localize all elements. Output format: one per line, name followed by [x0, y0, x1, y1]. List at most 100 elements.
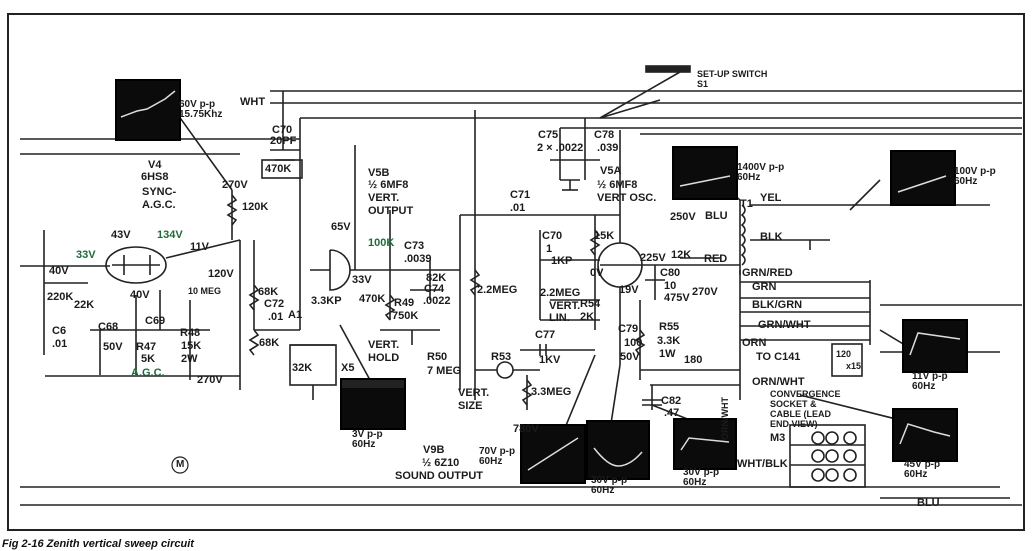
label-r47: R47 [136, 341, 157, 353]
label-grn-wht: GRN/WHT [758, 319, 811, 331]
label-orn-wht: ORN/WHT [752, 376, 805, 388]
label-t1: T1 [740, 198, 753, 210]
label-780v: 780V [513, 423, 539, 435]
label-250v: 250V [670, 211, 696, 223]
label-c80-val: 10 [664, 280, 677, 292]
label-vert-size: VERT. [458, 387, 490, 399]
scope-2-label: 1400V p-p 60Hz [737, 162, 785, 183]
label-r48-w: 2W [181, 353, 198, 365]
label-v4-tube: 6HS8 [141, 171, 169, 183]
label-120v: 120V [208, 268, 234, 280]
label-r48: R48 [180, 327, 201, 339]
label-68k-a: 68K [258, 286, 279, 298]
scope-7 [520, 424, 586, 484]
label-to-c141: TO C141 [756, 351, 801, 363]
label-v5a: V5A [600, 165, 622, 177]
scope-6 [340, 378, 406, 430]
label-270v-c: 270V [692, 286, 718, 298]
label-1kp: 1KP [551, 255, 573, 267]
label-40v-b: 40V [130, 289, 150, 301]
label-180: 180 [684, 354, 703, 366]
label-a1: A1 [288, 309, 303, 321]
label-120k: 120K [242, 201, 269, 213]
label-v5b: V5B [368, 167, 390, 179]
label-c71: C71 [510, 189, 531, 201]
label-220k: 220K [47, 291, 74, 303]
scope-3 [890, 150, 956, 206]
label-m-marker: M [176, 459, 185, 470]
label-470k-b: 470K [359, 293, 386, 305]
scope-3-label: 100V p-p 60Hz [954, 166, 996, 187]
label-470k-a: 470K [265, 163, 292, 175]
scope-4-label: 11V p-p 60Hz [912, 371, 948, 392]
label-c79: C79 [618, 323, 639, 335]
label-vert-out2: OUTPUT [368, 205, 414, 217]
label-vert-lin: VERT. [549, 300, 581, 312]
scope-1-label: 60V p-p 15.75Khz [179, 99, 223, 120]
label-c70b-val: 1 [546, 243, 553, 255]
label-2.2meg-b: 2.2MEG [540, 287, 581, 299]
label-c74: C74 [424, 283, 445, 295]
label-c79-v: 50V [620, 351, 640, 363]
label-c73-val: .0039 [404, 253, 432, 265]
scope-4 [902, 319, 968, 373]
label-11v: 11V [190, 241, 209, 253]
label-40v-a: 40V [49, 265, 69, 277]
label-c68: C68 [98, 321, 119, 333]
scope-6-label: 3V p-p 60Hz [352, 429, 383, 450]
label-c80: C80 [660, 267, 681, 279]
label-r55: R55 [659, 321, 680, 333]
label-r48-val: 15K [181, 340, 202, 352]
label-r47-val: 5K [141, 353, 156, 365]
label-c78-val: .039 [597, 142, 619, 154]
label-conv4: END VIEW) [770, 419, 818, 429]
label-wht-blk: WHT/BLK [737, 458, 788, 470]
label-c69: C69 [145, 315, 166, 327]
label-r50: R50 [427, 351, 448, 363]
label-c80-v: 475V [664, 292, 690, 304]
scope-9-label: 30V p-p 60Hz [683, 467, 720, 488]
label-r54: R54 [580, 298, 601, 310]
label-c72: C72 [264, 298, 285, 310]
label-c70a: C70 [272, 124, 293, 136]
label-c75-val: 2 × .0022 [537, 142, 584, 154]
label-c70a-val: 20PF [270, 135, 297, 147]
label-vert-size2: SIZE [458, 400, 483, 412]
label-c77: C77 [535, 329, 556, 341]
label-v4: V4 [148, 159, 162, 171]
label-134v: 134V [157, 229, 183, 241]
label-r49-val: 750K [392, 310, 419, 322]
label-33v-b: 33V [352, 274, 372, 286]
scope-5 [892, 408, 958, 462]
scope-5-label: 45V p-p 60Hz [904, 459, 941, 480]
label-grn: GRN [752, 281, 777, 293]
label-agc: A.G.C. [142, 199, 176, 211]
figure-caption: Fig 2-16 Zenith vertical sweep circuit [2, 538, 194, 550]
label-68k-b: 68K [259, 337, 280, 349]
label-x15: x15 [846, 361, 862, 371]
label-vert-out: VERT. [368, 192, 400, 204]
label-yel: YEL [760, 192, 782, 204]
scope-7-label: 70V p-p 60Hz [479, 446, 516, 467]
scope-9 [673, 418, 737, 470]
label-65v: 65V [331, 221, 351, 233]
label-270v-a: 270V [222, 179, 248, 191]
label-setup-switch: SET-UP SWITCH [697, 69, 768, 79]
label-12k: 12K [671, 249, 692, 261]
label-v9b-tube: ½ 6Z10 [422, 457, 460, 469]
label-0v: 0V [590, 267, 604, 279]
label-conv3: CABLE (LEAD [770, 409, 831, 419]
label-2.2meg-a: 2.2MEG [477, 284, 518, 296]
label-3.3meg: 3.3MEG [531, 386, 572, 398]
label-1kv: 1KV [539, 354, 561, 366]
label-270v-b: 270V [197, 374, 223, 386]
label-vert-hold2: HOLD [368, 352, 400, 364]
label-32k: 32K [292, 362, 313, 374]
label-v9b: V9B [423, 444, 445, 456]
label-vert-lin2: LIN. [549, 312, 570, 324]
label-wht: WHT [240, 96, 266, 108]
label-x5: X5 [341, 362, 355, 374]
label-c73: C73 [404, 240, 425, 252]
label-r49: R49 [394, 297, 415, 309]
label-c78: C78 [594, 129, 615, 141]
